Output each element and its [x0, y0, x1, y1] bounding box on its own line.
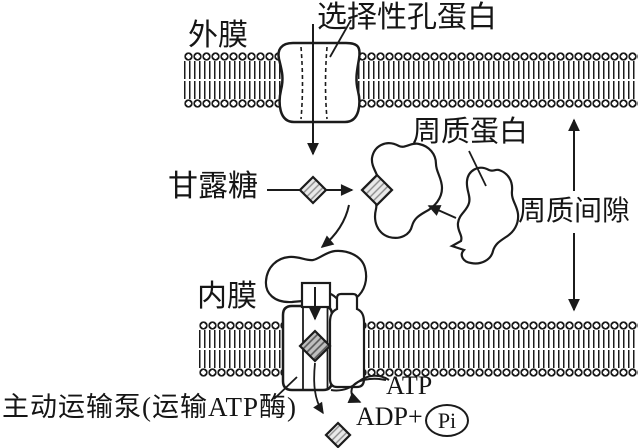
lipid-tails-row [358, 350, 638, 368]
porin-leader-line [329, 19, 352, 58]
selective-porin-label: 选择性孔蛋白 [317, 1, 497, 34]
pump-label-leader-line [273, 376, 298, 400]
mannose-diamond-released [324, 421, 352, 448]
inner-membrane-right-segment [358, 321, 638, 377]
mannose-label: 甘露糖 [168, 170, 258, 203]
atp-to-adp-arrow [347, 377, 387, 404]
periplasmic-protein-label: 周质蛋白 [412, 116, 529, 148]
adp-label: ADP+ [356, 402, 423, 431]
lipid-tails-row [358, 81, 638, 99]
periplasmic-space-label: 周质间隙 [518, 196, 631, 227]
outer-membrane-right-segment [358, 52, 638, 108]
mannose-diamond-bound [360, 173, 394, 207]
inner-membrane-left-segment [199, 321, 288, 377]
lipid-heads-row [184, 99, 282, 108]
porin-barrel [277, 41, 361, 124]
pi-circled-badge: Pi [425, 404, 469, 437]
protein-transfer-arrow [427, 205, 457, 219]
pump-exit-arrow [313, 362, 324, 415]
lipid-tails-row [184, 61, 282, 79]
outer-membrane-label: 外膜 [188, 19, 248, 52]
lipid-tails-row [199, 350, 288, 368]
lipid-tails-row [184, 81, 282, 99]
atp-label: ATP [386, 371, 433, 400]
lipid-heads-row [358, 368, 638, 377]
pump-atpase-domain [328, 292, 366, 389]
outer-membrane-left-segment [184, 52, 282, 108]
periplasmic-protein-free [449, 166, 520, 265]
lipid-heads-row [199, 368, 288, 377]
periplasmic-protein-leader-line [468, 150, 487, 187]
porin-channel-wall-left [300, 46, 304, 120]
lipid-heads-row [358, 52, 638, 61]
delivery-arrow [320, 204, 350, 248]
pi-label: Pi [437, 407, 457, 433]
porin-channel-wall-right [324, 46, 328, 120]
lipid-heads-row [199, 321, 288, 330]
mannose-diamond-in-pump [298, 329, 332, 363]
lipid-heads-row [358, 99, 638, 108]
lipid-tails-row [358, 61, 638, 79]
lipid-heads-row [184, 52, 282, 61]
inner-membrane-label: 内膜 [197, 280, 257, 313]
lipid-heads-row [358, 321, 638, 330]
lipid-tails-row [199, 330, 288, 348]
lipid-tails-row [358, 330, 638, 348]
mannose-diamond-free [298, 175, 328, 205]
active-transport-pump-label: 主动运输泵(运输ATP酶) [2, 392, 297, 422]
